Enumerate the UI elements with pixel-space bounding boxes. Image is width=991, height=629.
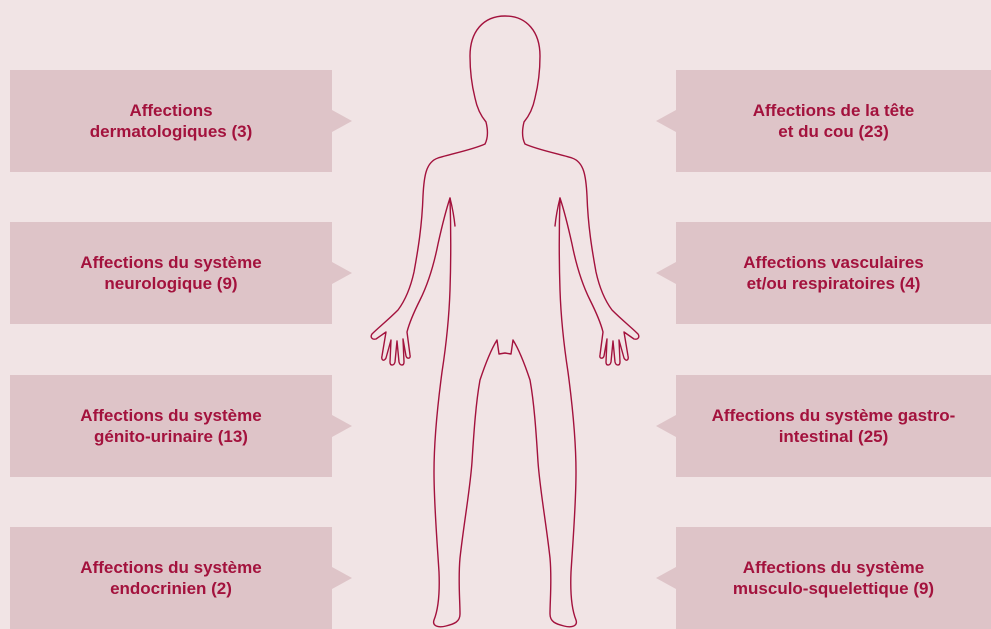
category-label-endocrine: Affections du système endocrinien (2)	[80, 557, 261, 599]
category-label-musculoskeletal: Affections du système musculo-squelettiq…	[733, 557, 934, 599]
category-box-endocrine: Affections du système endocrinien (2)	[10, 527, 332, 629]
category-box-neurologic: Affections du système neurologique (9)	[10, 222, 332, 324]
category-label-head-neck: Affections de la tête et du cou (23)	[753, 100, 915, 142]
category-box-genitourinary: Affections du système génito-urinaire (1…	[10, 375, 332, 477]
category-label-vascular-respiratory: Affections vasculaires et/ou respiratoir…	[743, 252, 923, 294]
category-box-dermatologic: Affections dermatologiques (3)	[10, 70, 332, 172]
category-box-gastrointestinal: Affections du système gastro- intestinal…	[676, 375, 991, 477]
category-box-musculoskeletal: Affections du système musculo-squelettiq…	[676, 527, 991, 629]
category-box-head-neck: Affections de la tête et du cou (23)	[676, 70, 991, 172]
category-label-gastrointestinal: Affections du système gastro- intestinal…	[712, 405, 956, 447]
human-body-outline-icon	[360, 10, 650, 629]
category-label-neurologic: Affections du système neurologique (9)	[80, 252, 261, 294]
category-label-genitourinary: Affections du système génito-urinaire (1…	[80, 405, 261, 447]
category-box-vascular-respiratory: Affections vasculaires et/ou respiratoir…	[676, 222, 991, 324]
category-label-dermatologic: Affections dermatologiques (3)	[90, 100, 252, 142]
